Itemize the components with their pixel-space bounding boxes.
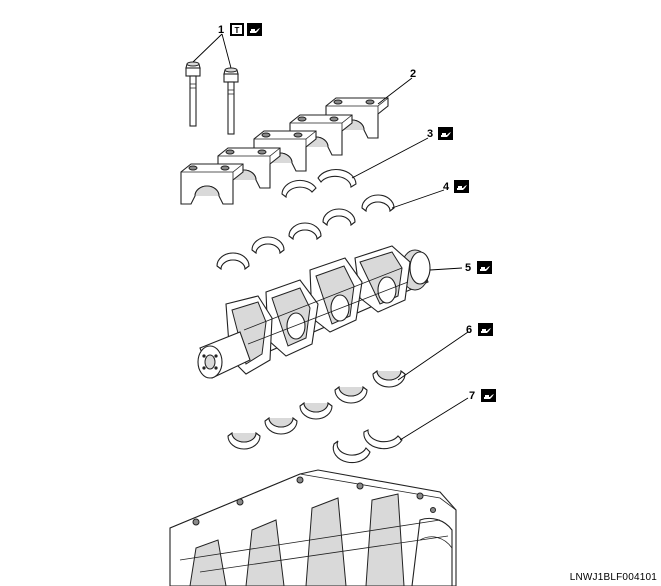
svg-text:T: T xyxy=(235,26,240,35)
callout-6-number: 6 xyxy=(466,324,472,336)
callout-4-number: 4 xyxy=(443,181,450,193)
thrust-washers-upper xyxy=(281,168,357,199)
callout-2: 2 xyxy=(410,68,416,80)
cylinder-block xyxy=(169,469,457,586)
leader-lines xyxy=(192,33,469,441)
oil-can-icon xyxy=(247,23,262,36)
torque-icon: T xyxy=(230,23,244,36)
oil-can-icon xyxy=(481,389,496,402)
crankshaft xyxy=(197,245,431,379)
callout-1-number: 1 xyxy=(218,24,224,36)
callout-7: 7 xyxy=(469,389,496,402)
callout-5: 5 xyxy=(465,261,492,274)
callout-3: 3 xyxy=(427,127,453,140)
callout-7-number: 7 xyxy=(469,390,475,402)
oil-can-icon xyxy=(438,127,453,140)
callout-1: 1 T xyxy=(218,23,262,36)
callout-2-number: 2 xyxy=(410,68,416,80)
callout-5-number: 5 xyxy=(465,262,471,274)
oil-can-icon xyxy=(454,180,469,193)
callout-4: 4 xyxy=(443,180,469,193)
thrust-washers-lower xyxy=(332,429,403,464)
oil-can-icon xyxy=(477,261,492,274)
callout-6: 6 xyxy=(466,323,493,336)
callout-3-number: 3 xyxy=(427,128,433,140)
oil-can-icon xyxy=(478,323,493,336)
main-bearing-cap-bolts xyxy=(185,61,239,135)
figure-code: LNWJ1BLF004101 xyxy=(569,572,657,583)
lower-main-bearings xyxy=(227,370,406,450)
